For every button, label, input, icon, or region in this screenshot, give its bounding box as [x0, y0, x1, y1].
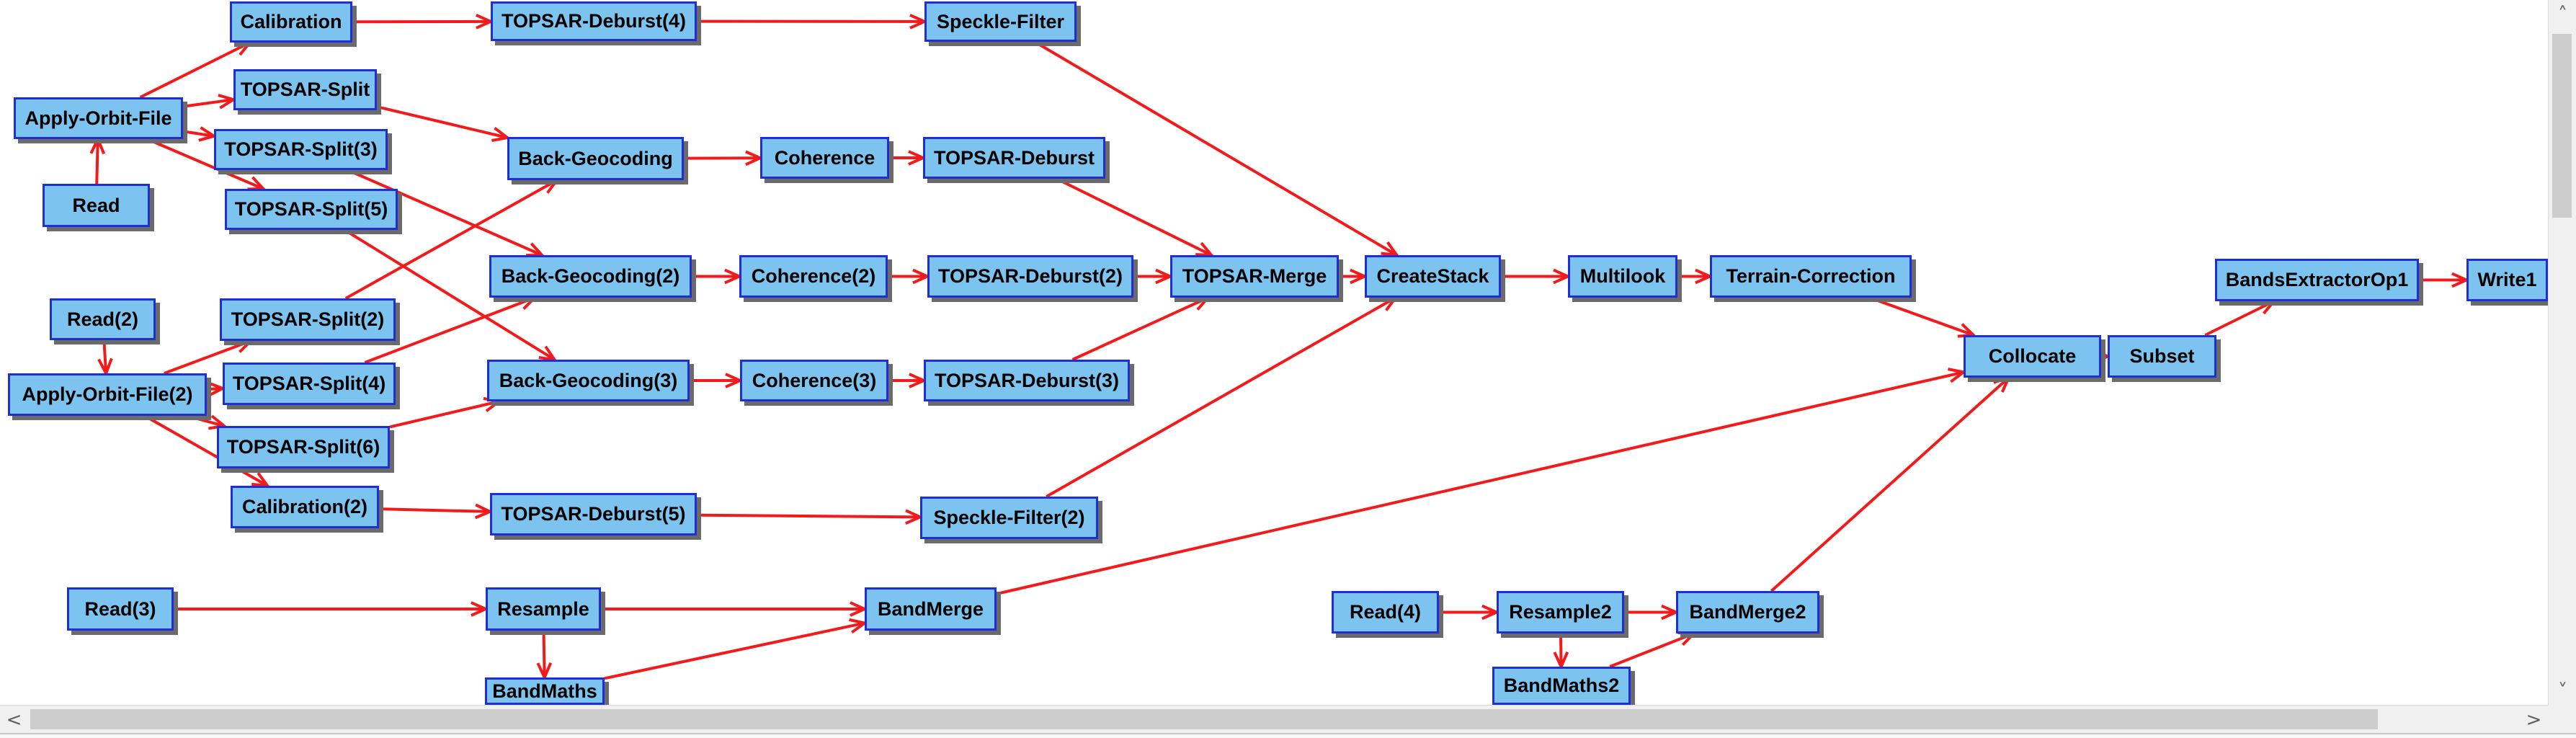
- edge-apply-orbit-file-to-topsar-split-3: [182, 130, 215, 138]
- node-topsar-deburst-4[interactable]: TOPSAR-Deburst(4): [491, 1, 697, 41]
- node-topsar-split-4[interactable]: TOPSAR-Split(4): [223, 363, 396, 405]
- edge-apply-orbit-file-2-to-topsar-split-2: [164, 339, 251, 375]
- node-bandmaths[interactable]: BandMaths: [485, 677, 605, 705]
- node-topsar-deburst-3[interactable]: TOPSAR-Deburst(3): [924, 360, 1130, 401]
- edge-read-to-apply-orbit-file: [95, 138, 99, 184]
- node-bandsextractorop1[interactable]: BandsExtractorOp1: [2215, 259, 2419, 301]
- graph-edges: [89, 14, 2470, 681]
- edge-speckle-filter-to-createstack: [1034, 40, 1398, 257]
- node-topsar-deburst-5[interactable]: TOPSAR-Deburst(5): [490, 493, 697, 535]
- node-collocate[interactable]: Collocate: [1964, 335, 2101, 378]
- edge-topsar-split-3-to-back-geocoding-2: [347, 169, 543, 257]
- scroll-up-arrow-icon[interactable]: ˄: [2558, 3, 2567, 25]
- arrowhead-icon: [1993, 375, 2012, 393]
- edge-bandmerge-to-collocate: [996, 370, 1964, 595]
- node-topsar-split-3[interactable]: TOPSAR-Split(3): [214, 129, 388, 170]
- node-back-geocoding-2[interactable]: Back-Geocoding(2): [489, 255, 692, 298]
- edge-topsar-deburst-3-to-topsar-merge: [1071, 296, 1209, 361]
- edge-bandmaths2-to-bandmerge2: [1609, 632, 1695, 668]
- vertical-scrollbar[interactable]: ˄ ˅: [2548, 0, 2576, 705]
- arrowhead-icon: [2258, 299, 2278, 315]
- scroll-down-arrow-icon[interactable]: ˅: [2558, 680, 2567, 702]
- graph-canvas[interactable]: Calibration TOPSAR-Deburst(4) Speckle-Filt…: [0, 0, 2548, 705]
- node-read[interactable]: Read: [43, 184, 150, 227]
- node-read-3[interactable]: Read(3): [67, 587, 174, 631]
- node-terrain-correction[interactable]: Terrain-Correction: [1710, 255, 1912, 298]
- node-topsar-merge[interactable]: TOPSAR-Merge: [1170, 255, 1339, 298]
- node-apply-orbit-file-2[interactable]: Apply-Orbit-File(2): [8, 373, 207, 416]
- edge-topsar-deburst-5-to-speckle-filter-2: [696, 513, 921, 519]
- edge-speckle-filter-2-to-createstack: [1046, 296, 1396, 498]
- node-coherence-3[interactable]: Coherence(3): [740, 360, 888, 401]
- arrowhead-icon: [1192, 295, 1211, 311]
- node-back-geocoding-3[interactable]: Back-Geocoding(3): [487, 360, 690, 401]
- node-coherence[interactable]: Coherence: [760, 137, 889, 179]
- node-read-4[interactable]: Read(4): [1332, 591, 1439, 633]
- node-speckle-filter[interactable]: Speckle-Filter: [924, 1, 1077, 42]
- edge-calibration-2-to-topsar-deburst-5: [378, 507, 491, 513]
- edge-read-2-to-apply-orbit-file-2: [102, 339, 108, 374]
- arrowhead-icon: [1379, 295, 1399, 311]
- node-calibration[interactable]: Calibration: [230, 1, 352, 43]
- node-bandmerge2[interactable]: BandMerge2: [1676, 591, 1819, 633]
- edge-topsar-deburst-to-topsar-merge: [1056, 177, 1213, 257]
- edge-apply-orbit-file-to-topsar-split-5: [146, 138, 264, 190]
- horizontal-scroll-thumb[interactable]: [30, 709, 2378, 729]
- node-speckle-filter-2[interactable]: Speckle-Filter(2): [920, 497, 1098, 539]
- scroll-left-arrow-icon[interactable]: <: [6, 708, 22, 731]
- edge-apply-orbit-file-to-calibration: [139, 41, 251, 99]
- edge-apply-orbit-file-to-topsar-split: [182, 98, 234, 108]
- edge-topsar-split-to-back-geocoding: [376, 105, 508, 139]
- node-bandmaths2[interactable]: BandMaths2: [1492, 667, 1631, 705]
- node-read-2[interactable]: Read(2): [50, 298, 156, 340]
- horizontal-scrollbar[interactable]: < >: [0, 705, 2548, 733]
- edge-topsar-split-4-to-back-geocoding-2: [364, 296, 535, 364]
- edge-resample-to-bandmaths: [542, 630, 546, 678]
- edge-subset-to-bandsextractorop1: [2204, 300, 2275, 337]
- node-topsar-deburst-2[interactable]: TOPSAR-Deburst(2): [927, 255, 1133, 298]
- node-createstack[interactable]: CreateStack: [1365, 255, 1501, 298]
- window-bottom-edge: [0, 733, 2576, 738]
- node-topsar-split[interactable]: TOPSAR-Split: [233, 69, 377, 110]
- node-apply-orbit-file[interactable]: Apply-Orbit-File: [14, 97, 183, 139]
- node-resample[interactable]: Resample: [486, 587, 601, 631]
- node-multilook[interactable]: Multilook: [1568, 255, 1677, 298]
- edge-bandmerge2-to-collocate: [1770, 376, 2010, 592]
- node-topsar-split-5[interactable]: TOPSAR-Split(5): [225, 189, 398, 230]
- edge-topsar-split-5-to-back-geocoding-3: [344, 228, 556, 361]
- node-topsar-deburst[interactable]: TOPSAR-Deburst: [923, 137, 1105, 179]
- scrollbar-corner: [2548, 705, 2576, 733]
- edge-apply-orbit-file-2-to-topsar-split-6: [186, 414, 225, 427]
- scroll-right-arrow-icon[interactable]: >: [2526, 708, 2542, 731]
- node-topsar-split-6[interactable]: TOPSAR-Split(6): [217, 426, 390, 468]
- vertical-scroll-thumb[interactable]: [2552, 34, 2572, 218]
- edge-terrain-correction-to-collocate: [1869, 296, 1974, 337]
- node-topsar-split-2[interactable]: TOPSAR-Split(2): [220, 298, 396, 341]
- edge-apply-orbit-file-2-to-calibration-2: [143, 414, 269, 487]
- node-coherence-2[interactable]: Coherence(2): [739, 255, 888, 298]
- node-subset[interactable]: Subset: [2108, 335, 2216, 378]
- node-resample2[interactable]: Resample2: [1497, 591, 1624, 633]
- arrowhead-icon: [89, 135, 106, 155]
- arrowhead-icon: [540, 178, 561, 194]
- node-bandmerge[interactable]: BandMerge: [865, 587, 997, 631]
- edge-bandmaths-to-bandmerge: [604, 621, 865, 680]
- edge-topsar-split-6-to-back-geocoding-3: [389, 400, 499, 429]
- edge-topsar-split-2-to-back-geocoding: [344, 179, 558, 300]
- node-calibration-2[interactable]: Calibration(2): [231, 486, 379, 528]
- arrowhead-icon: [233, 40, 254, 56]
- arrowhead-icon: [538, 345, 558, 362]
- node-back-geocoding[interactable]: Back-Geocoding: [507, 137, 684, 180]
- node-write1[interactable]: Write1: [2466, 259, 2548, 301]
